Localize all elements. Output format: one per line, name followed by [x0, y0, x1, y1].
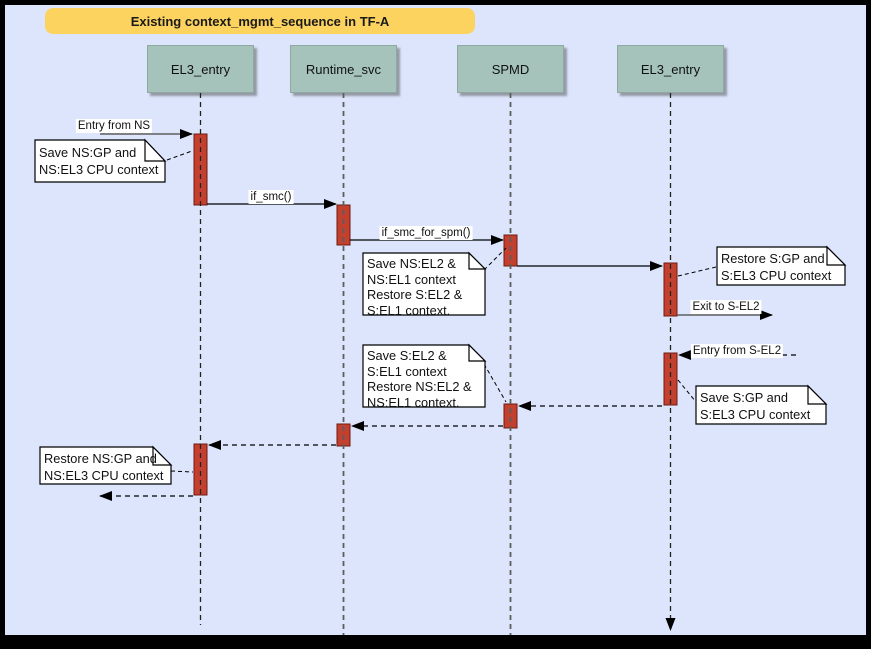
diagram-title: Existing context_mgmt_sequence in TF-A: [45, 8, 475, 34]
lifeline-header-spmd: SPMD: [457, 45, 564, 93]
note-save-ns-gp: Save NS:GP and NS:EL3 CPU context: [39, 145, 159, 177]
note-save-ns-el2: Save NS:EL2 & NS:EL1 context Restore S:E…: [367, 256, 463, 318]
diagram-canvas: [5, 5, 866, 635]
lifeline-header-el3-entry-left: EL3_entry: [147, 45, 254, 93]
message-label-entry-from-sel2: Entry from S-EL2: [690, 344, 784, 358]
note-restore-s-gp: Restore S:GP and S:EL3 CPU context: [721, 251, 832, 283]
message-label-entry-from-ns: Entry from NS: [75, 119, 153, 133]
note-restore-ns-gp: Restore NS:GP and NS:EL3 CPU context: [44, 451, 164, 483]
message-label-if-smc-for-spm: if_smc_for_spm(): [379, 226, 473, 240]
lifeline-header-el3-entry-right: EL3_entry: [617, 45, 724, 93]
message-label-exit-to-sel2: Exit to S-EL2: [690, 300, 762, 314]
note-save-s-el2: Save S:EL2 & S:EL1 context Restore NS:EL…: [367, 348, 472, 410]
note-save-s-gp: Save S:GP and S:EL3 CPU context: [700, 390, 811, 422]
message-label-if-smc: if_smc(): [248, 190, 294, 204]
lifeline-header-runtime-svc: Runtime_svc: [290, 45, 397, 93]
